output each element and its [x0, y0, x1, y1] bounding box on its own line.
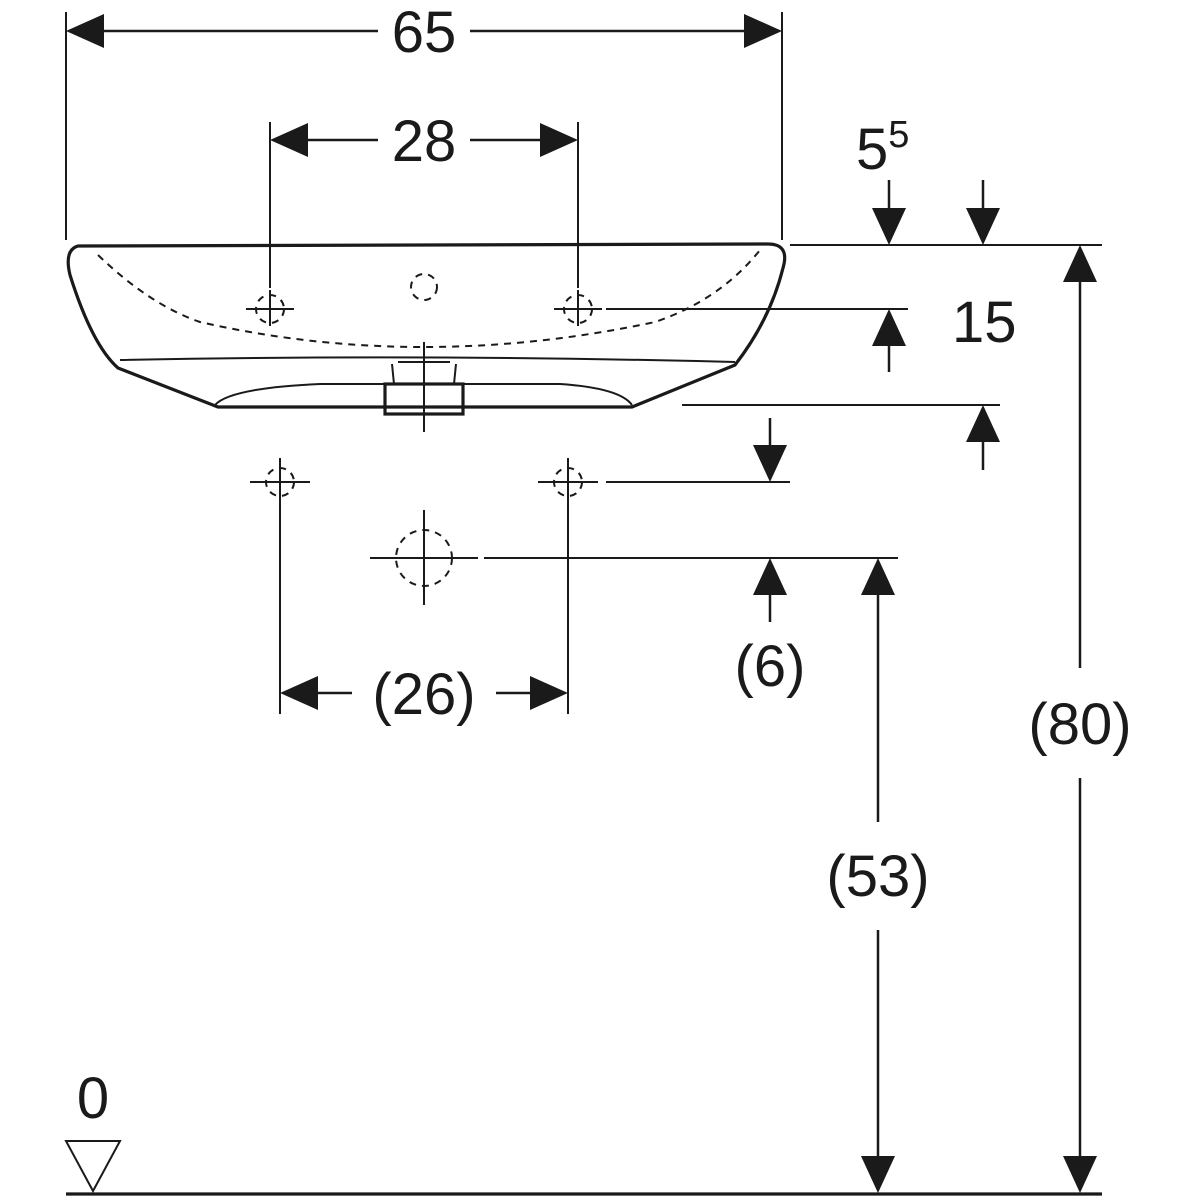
rim-height-label: (80): [1028, 692, 1131, 757]
tap-hole-left-icon: [246, 290, 294, 326]
rim-thickness-superscript: 5: [888, 114, 909, 156]
rim-thickness-label: 5: [856, 117, 888, 182]
drain-height-label: (53): [826, 844, 929, 909]
supply-connection-right-icon: [538, 458, 598, 714]
tap-hole-spacing-label: 28: [392, 109, 457, 174]
dimension-tap-hole-spacing: 28: [270, 109, 578, 174]
overflow-hole-icon: [410, 273, 438, 301]
basin-outline: [66, 242, 787, 409]
drain-offset-label: (6): [735, 634, 806, 699]
supply-connection-left-icon: [250, 458, 310, 714]
tap-hole-right-icon: [554, 290, 602, 326]
dimension-supply-spacing: (26): [280, 662, 568, 727]
waste-connection-icon: [370, 510, 478, 605]
svg-text:55: 55: [856, 114, 909, 182]
dimension-tap-hole-offset: 15: [872, 290, 1017, 372]
dimension-drain-offset: (6): [735, 418, 806, 699]
floor-level: 0: [64, 1066, 1102, 1196]
dimension-rim-height: (80): [1028, 245, 1132, 1193]
dimension-rim-thickness: 55: [856, 114, 1000, 245]
floor-level-label: 0: [77, 1066, 109, 1131]
extension-lines: [65, 12, 1102, 559]
supply-spacing-label: (26): [372, 662, 475, 727]
dimension-basin-bottom: [966, 405, 1000, 470]
drain-outlet: [383, 342, 465, 432]
overall-width-label: 65: [392, 0, 457, 65]
tap-hole-offset-label: 15: [952, 290, 1017, 355]
floor-level-marker-icon: [64, 1140, 122, 1194]
dimension-overall-width: 65: [66, 0, 782, 65]
dimension-drain-height: (53): [826, 558, 930, 1193]
